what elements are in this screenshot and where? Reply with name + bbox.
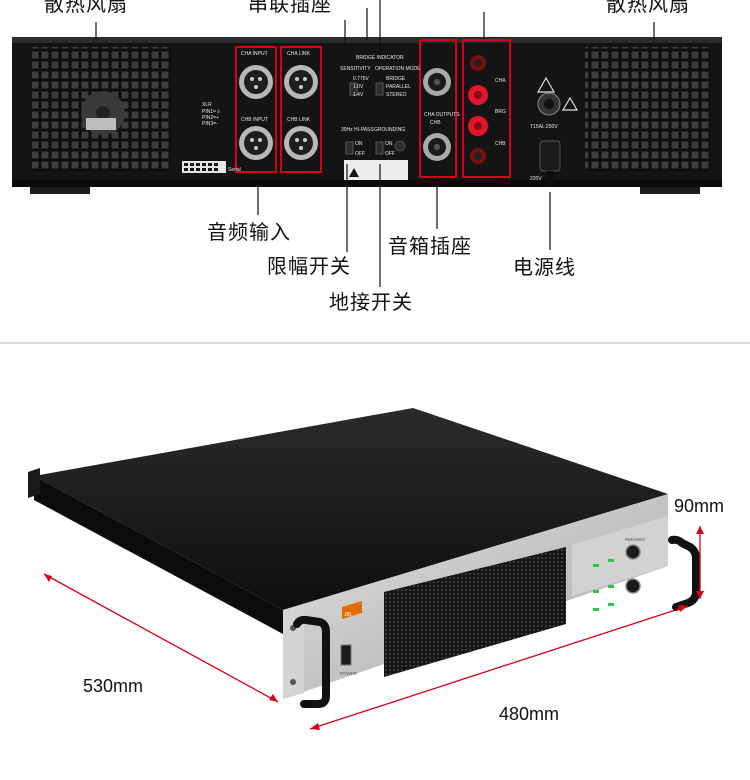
pin-map-3: PIN3=- — [202, 121, 218, 127]
terminal-chb-label: CHB — [495, 141, 506, 147]
callout-speaker-socket: 音箱插座 — [388, 234, 472, 258]
power-label-text: POWER — [340, 671, 358, 676]
xlr-input-a[interactable] — [239, 65, 273, 99]
binding-post-2[interactable] — [468, 85, 488, 105]
link-highlight-box — [280, 46, 322, 173]
cha-input-label: CHA INPUT — [241, 51, 268, 57]
serial-strip — [182, 161, 226, 173]
callout-limiter-switch: 限幅开关 — [267, 254, 351, 278]
mode-switch[interactable] — [375, 82, 384, 96]
brand-text: JBL — [344, 612, 353, 618]
dimension-height: 90mm — [674, 496, 725, 516]
model-text: RMA5900 — [625, 537, 646, 542]
callout-power-cord: 电源线 — [513, 255, 576, 279]
rear-view-illustration — [12, 0, 722, 287]
speakon-highlight-box — [419, 39, 457, 178]
gain-knob-b[interactable] — [625, 578, 641, 594]
input-highlight-box — [235, 46, 277, 173]
right-handle[interactable] — [668, 535, 700, 611]
left-fan-grille — [32, 47, 170, 171]
speakon-output-a[interactable] — [423, 68, 451, 96]
dimension-arrow-icons — [44, 526, 704, 730]
sens-value-1: 0.775V — [353, 76, 370, 82]
speakon-output-b[interactable] — [423, 133, 451, 161]
operation-mode-label: OPERATION MODE — [375, 66, 421, 72]
left-handle[interactable] — [293, 615, 330, 708]
front-grille — [384, 547, 566, 677]
warning-label — [344, 160, 408, 180]
callout-leader-lines — [95, 0, 655, 287]
ground-switch[interactable] — [375, 141, 384, 155]
chb-input-label: CHB INPUT — [241, 117, 268, 123]
callout-fan-right: 散热风扇 — [606, 0, 690, 16]
xlr-link-a[interactable] — [284, 65, 318, 99]
rear-print-layer: CHA INPUT CHB INPUT CHA LINK CHB LINK XL… — [202, 51, 558, 182]
hipass-on: ON — [355, 141, 363, 147]
mode-value-1: BRIDGE — [386, 76, 406, 82]
terminal-highlight-box — [462, 39, 511, 178]
dimension-depth: 530mm — [83, 676, 144, 696]
front-view-illustration: JBL RMA5900 POWER — [28, 408, 704, 730]
pin-map-1: PIN1=⏚ — [202, 108, 221, 115]
front-view-panel: JBL RMA5900 POWER 90mm 530mm 480mm — [0, 344, 750, 780]
bridge-indicator-label: BRIDGE INDICATOR — [356, 55, 404, 61]
rack-ear-left — [283, 604, 304, 699]
sens-value-3: 1.4V — [353, 92, 364, 98]
warning-triangle-small-icon — [561, 96, 579, 111]
hipass-off: OFF — [355, 151, 365, 157]
ground-screw-icon — [394, 140, 406, 152]
terminal-brg-label: BRG — [495, 109, 506, 115]
led-indicators — [593, 559, 614, 611]
chassis-left-side — [34, 476, 283, 634]
hipass-label: 30Hz HI-PASS — [341, 127, 374, 133]
cha-link-label: CHA LINK — [287, 51, 310, 57]
callout-series-socket: 串联插座 — [248, 0, 332, 16]
warning-triangle-icon — [536, 76, 556, 93]
chb-link-label: CHB LINK — [287, 117, 311, 123]
binding-post-3[interactable] — [468, 116, 488, 136]
mode-value-3: STEREO — [386, 92, 407, 98]
voltage-label: 220V — [530, 176, 542, 182]
dimension-width: 480mm — [499, 704, 560, 724]
dimension-lines — [43, 526, 701, 730]
callout-fan-left: 散热风扇 — [44, 0, 128, 16]
control-section — [572, 516, 668, 596]
sensitivity-label: SENSITIVITY — [340, 66, 371, 72]
grounding-label: GROUNDING — [374, 127, 405, 133]
gain-knob-a[interactable] — [625, 544, 641, 560]
mode-value-2: PARALLEL — [386, 84, 411, 90]
pin-map-2: PIN2=+ — [202, 115, 219, 121]
power-switch[interactable] — [340, 644, 352, 666]
xlr-input-b[interactable] — [239, 126, 273, 160]
right-fan-grille — [585, 47, 710, 171]
callout-ground-switch: 地接开关 — [329, 290, 413, 314]
hipass-switch[interactable] — [345, 141, 354, 155]
serial-label: Serial — [228, 167, 241, 173]
terminal-cha-label: CHA — [495, 78, 506, 84]
binding-post-1[interactable] — [470, 55, 486, 71]
sens-value-2: 1.0V — [353, 84, 364, 90]
chb-outputs-label: CHB — [430, 120, 441, 126]
ground-on: ON — [385, 141, 393, 147]
ground-off: OFF — [385, 151, 395, 157]
section-divider — [0, 342, 750, 344]
callout-audio-input: 音频输入 — [207, 220, 291, 244]
xlr-label: XLR — [202, 102, 212, 108]
sensitivity-switch[interactable] — [349, 82, 358, 96]
brand-logo — [342, 601, 362, 619]
xlr-link-b[interactable] — [284, 126, 318, 160]
binding-post-4[interactable] — [470, 148, 486, 164]
fuse-label: T15AL 250V — [530, 124, 558, 130]
chassis-top — [34, 408, 668, 610]
cha-outputs-label: CHA OUTPUTS — [424, 112, 460, 118]
rear-view-panel: CHA INPUT CHB INPUT CHA LINK CHB LINK XL… — [0, 0, 750, 342]
